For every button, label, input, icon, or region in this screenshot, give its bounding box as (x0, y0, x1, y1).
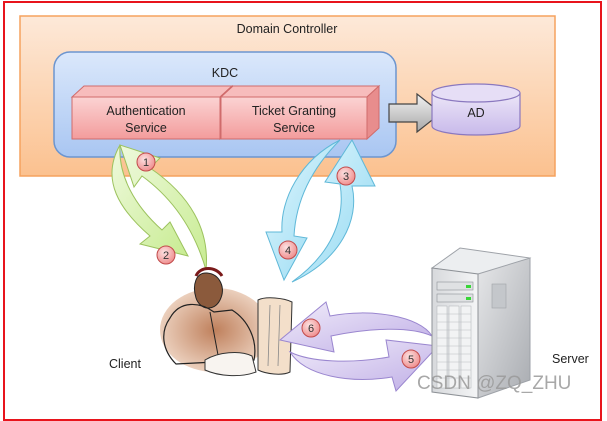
step-badge-6-label: 6 (308, 323, 314, 335)
step-badge-2: 2 (156, 245, 176, 265)
authentication-service-label-line2: Service (125, 121, 167, 135)
step-badge-6: 6 (301, 318, 321, 338)
client-label: Client (109, 357, 141, 371)
domain-controller-label: Domain Controller (237, 22, 338, 36)
step-1-arrow (119, 144, 208, 271)
step-badge-1-label: 1 (143, 157, 149, 169)
step-badge-4-label: 4 (285, 245, 291, 257)
step-badge-5-label: 5 (408, 354, 414, 366)
ad-database: AD (431, 83, 521, 136)
step-badge-3-label: 3 (343, 171, 349, 183)
authentication-service-label-line1: Authentication (106, 104, 185, 118)
authentication-service-block: Authentication Service (70, 84, 234, 141)
kdc-to-ad-arrow (388, 92, 442, 134)
client-illustration (160, 267, 293, 377)
step-badge-5: 5 (401, 349, 421, 369)
server-drive-bays (436, 305, 472, 389)
kdc-label: KDC (212, 66, 238, 80)
step-6-arrow (278, 301, 434, 353)
server-illustration (430, 247, 532, 399)
kerberos-diagram: Domain Controller KDC Authentication Ser… (19, 15, 589, 399)
step-2-arrow (111, 144, 189, 257)
ticket-granting-service-label-line1: Ticket Granting (252, 104, 336, 118)
ticket-granting-service-block: Ticket Granting Service (219, 84, 381, 141)
ad-label: AD (467, 106, 484, 120)
ticket-granting-service-label-line2: Service (273, 121, 315, 135)
step-badge-3: 3 (336, 166, 356, 186)
watermark: CSDN @ZQ_ZHU (417, 373, 571, 394)
step-badge-2-label: 2 (163, 250, 169, 262)
step-badge-1: 1 (136, 152, 156, 172)
step-badge-4: 4 (278, 240, 298, 260)
server-label: Server (552, 352, 589, 366)
